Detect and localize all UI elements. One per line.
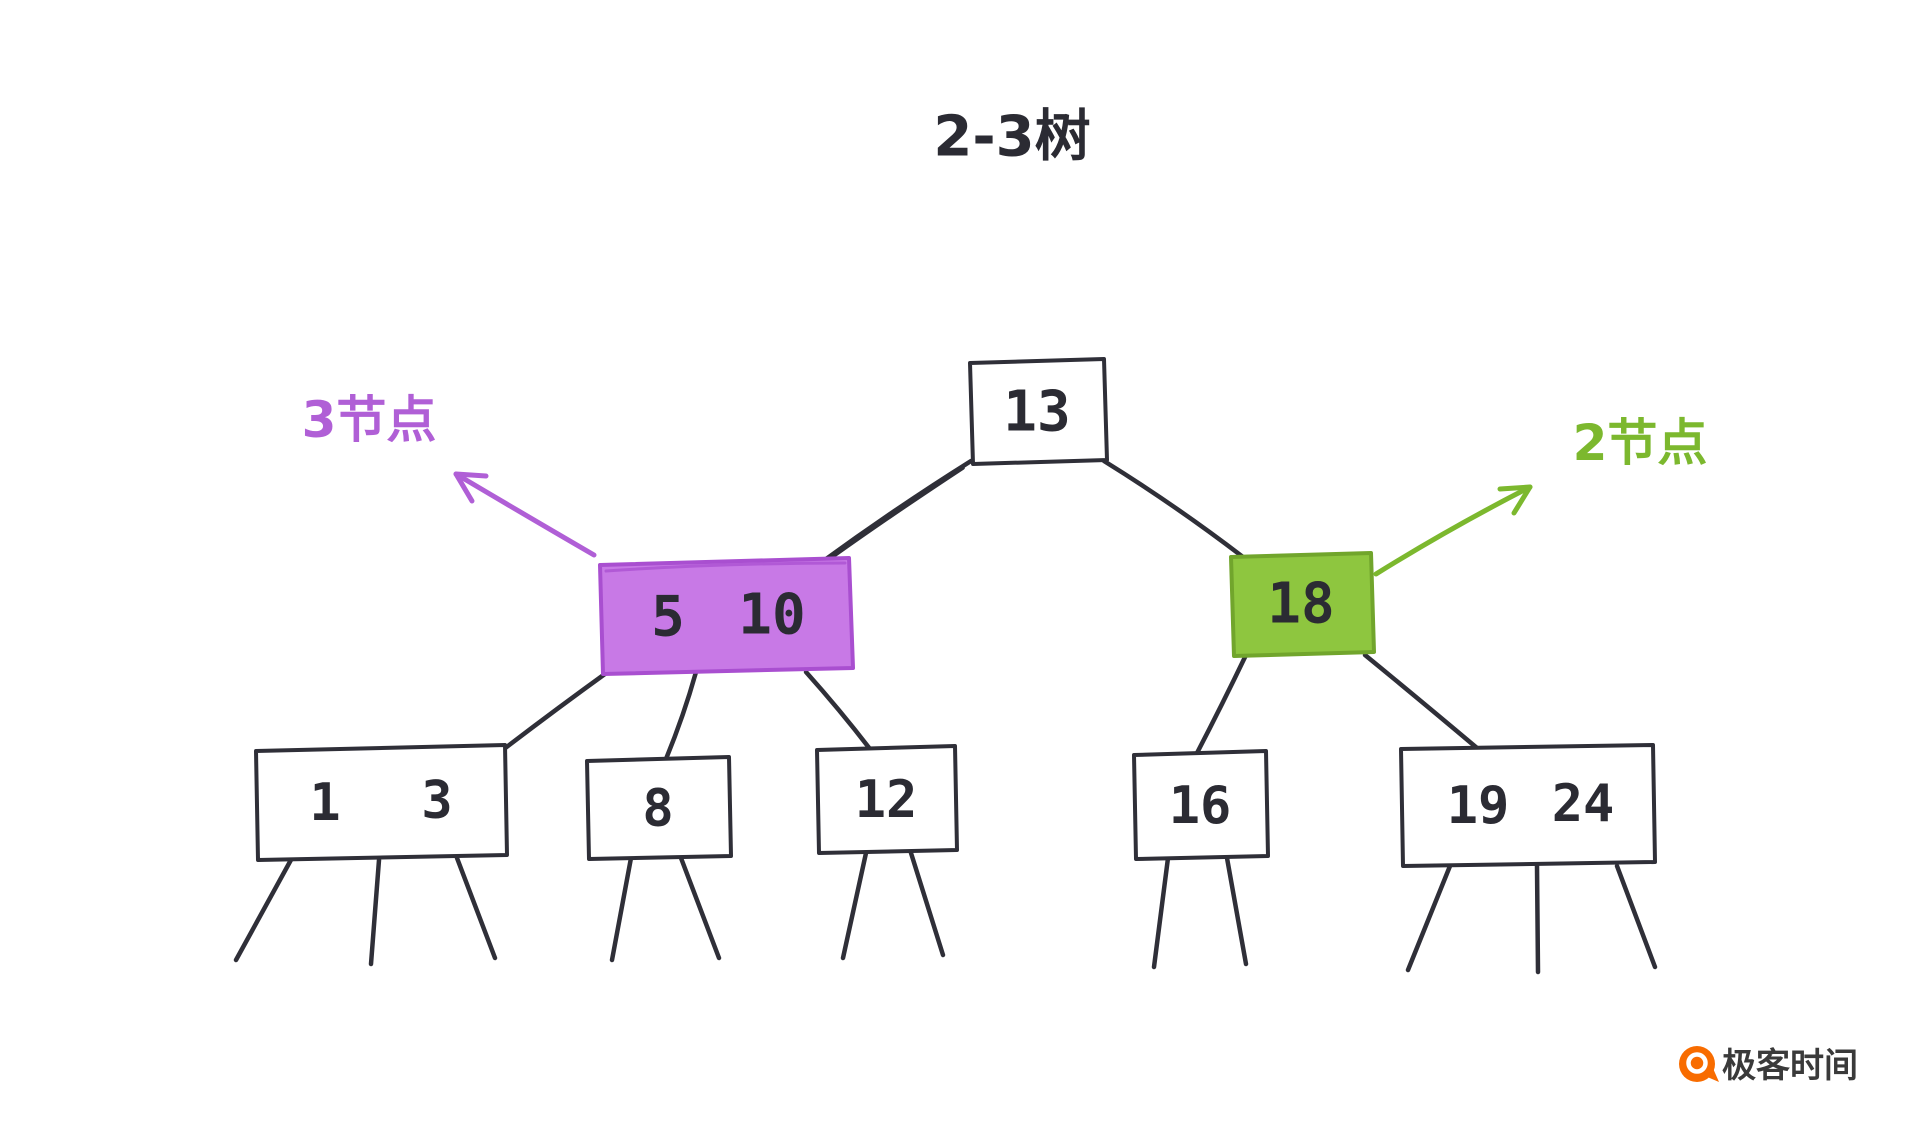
leaf-key: 12 bbox=[855, 770, 918, 830]
leaf-node-19-24: 19 24 bbox=[1399, 743, 1657, 868]
leaf-key: 1 bbox=[309, 773, 340, 833]
two-node-key: 18 bbox=[1267, 572, 1334, 637]
annotation-arrowhead-green bbox=[1497, 484, 1533, 516]
subtree-edges-leaf-19-24 bbox=[1405, 863, 1658, 975]
root-node: 13 bbox=[968, 357, 1109, 466]
root-node-box bbox=[968, 357, 1109, 466]
subtree-edge bbox=[1614, 863, 1658, 970]
leaf-key: 24 bbox=[1552, 774, 1615, 834]
annotation-3-node: 3节点 bbox=[302, 391, 597, 558]
annotation-3-node-label: 3节点 bbox=[302, 391, 437, 449]
leaf-node-12: 12 bbox=[815, 744, 959, 855]
subtree-edges-leaf-12 bbox=[840, 850, 946, 961]
subtree-edges-leaf-16 bbox=[1151, 855, 1249, 970]
subtree-edges-leaf-8 bbox=[609, 855, 722, 963]
edge-3node-to-leaf-8 bbox=[663, 669, 699, 762]
subtree-edge bbox=[840, 850, 869, 961]
leaf-node-box bbox=[585, 755, 733, 861]
geektime-logo: 极客时间 bbox=[1679, 1046, 1858, 1086]
subtree-edge bbox=[678, 855, 722, 961]
subtree-edge bbox=[1405, 863, 1453, 973]
leaf-node-1-3: 1 3 bbox=[254, 743, 509, 862]
geektime-logo-icon bbox=[1679, 1046, 1715, 1082]
subtree-edges-leaf-1-3 bbox=[233, 855, 498, 967]
diagram-title: 2-3树 bbox=[933, 105, 1090, 170]
edge-2node-to-leaf-19-24 bbox=[1362, 652, 1480, 751]
leaf-key: 16 bbox=[1169, 776, 1232, 836]
leaf-node-box bbox=[254, 743, 509, 862]
three-node-key-1: 5 bbox=[651, 585, 685, 650]
leaf-key: 3 bbox=[421, 771, 452, 831]
tree-edges bbox=[501, 458, 1480, 762]
leaf-node-box bbox=[815, 744, 959, 855]
leaf-node-box bbox=[1399, 743, 1657, 868]
edge-root-to-3node-sketch bbox=[832, 466, 965, 558]
annotation-arrowhead-purple bbox=[453, 471, 489, 504]
leaf-node-16: 16 bbox=[1132, 749, 1270, 861]
leaf-key: 19 bbox=[1447, 776, 1510, 836]
edge-root-to-3node bbox=[819, 458, 974, 565]
annotation-2-node-label: 2节点 bbox=[1573, 414, 1708, 472]
edge-3node-to-leaf-1-3 bbox=[501, 668, 612, 752]
leaf-key: 8 bbox=[642, 779, 673, 839]
geektime-logo-icon-ring bbox=[1686, 1052, 1708, 1074]
edge-3node-to-leaf-12 bbox=[803, 669, 873, 752]
annotation-arrow-purple bbox=[453, 471, 597, 558]
geektime-logo-icon-tail bbox=[1705, 1066, 1719, 1082]
two-node-box bbox=[1229, 551, 1376, 658]
geektime-logo-text: 极客时间 bbox=[1722, 1046, 1858, 1086]
leaf-node-8: 8 bbox=[585, 755, 733, 861]
subtree-edge bbox=[1151, 855, 1171, 970]
two-node: 18 bbox=[1229, 551, 1376, 658]
subtree-edge bbox=[1534, 863, 1541, 975]
three-node-key-2: 10 bbox=[738, 583, 805, 648]
subtree-edge bbox=[454, 855, 498, 961]
subtree-edge bbox=[908, 850, 946, 958]
subtree-edge bbox=[368, 857, 382, 967]
subtree-edge bbox=[1224, 855, 1249, 967]
leaf-node-box bbox=[1132, 749, 1270, 861]
three-node-box bbox=[598, 556, 855, 676]
root-node-key: 13 bbox=[1003, 380, 1070, 445]
subtree-edge bbox=[609, 855, 634, 963]
edge-2node-to-leaf-16 bbox=[1194, 652, 1249, 756]
subtree-edge bbox=[233, 855, 295, 963]
annotation-arrow-green bbox=[1373, 484, 1533, 577]
three-node-box-sketch bbox=[604, 561, 847, 573]
three-node: 5 10 bbox=[598, 556, 855, 676]
annotation-2-node: 2节点 bbox=[1373, 414, 1708, 577]
edge-root-to-2node bbox=[1101, 458, 1246, 560]
